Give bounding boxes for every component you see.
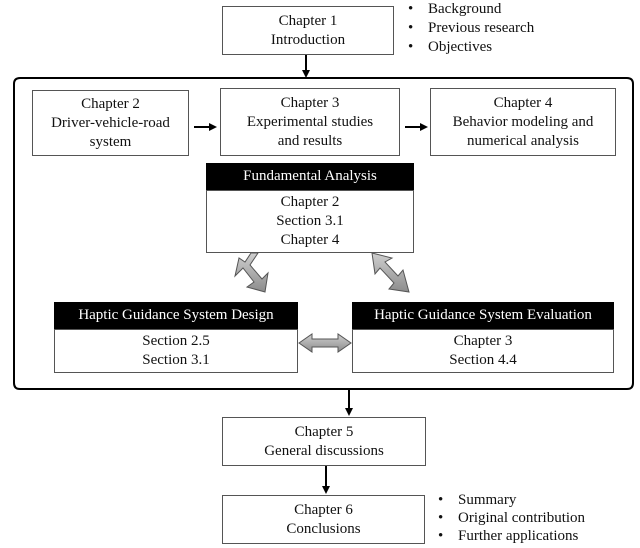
bullet-item: Original contribution (438, 509, 585, 527)
chapter4-line2: numerical analysis (466, 132, 580, 149)
evaluation-line: Chapter 3 (453, 333, 513, 349)
chapter3-line1: Experimental studies (246, 113, 374, 130)
fundamental-line: Chapter 4 (280, 232, 340, 248)
chapter2-title: Chapter 2 (81, 95, 140, 112)
double-arrow-fundamental-evaluation (371, 252, 410, 293)
fundamental-analysis-box: Chapter 2 Section 3.1 Chapter 4 (206, 190, 414, 253)
chapter1-box: Chapter 1 Introduction (222, 6, 394, 55)
chapter5-box: Chapter 5 General discussions (222, 417, 426, 466)
chapter2-line2: system (89, 133, 132, 150)
double-arrow-fundamental-design (234, 252, 269, 293)
chapter4-box: Chapter 4 Behavior modeling and numerica… (430, 88, 616, 156)
fundamental-analysis-header: Fundamental Analysis (206, 163, 414, 190)
double-arrow-design-evaluation (298, 333, 352, 353)
chapter3-line2: and results (277, 132, 343, 149)
chapter3-box: Chapter 3 Experimental studies and resul… (220, 88, 400, 156)
group-bracket (13, 77, 634, 99)
design-line: Section 2.5 (142, 333, 210, 349)
chapter3-title: Chapter 3 (280, 94, 340, 111)
design-box: Section 2.5 Section 3.1 (54, 329, 298, 373)
chapter6-title: Chapter 6 (294, 501, 353, 518)
chapter6-subtitle: Conclusions (286, 520, 361, 537)
chapter1-subtitle: Introduction (270, 31, 346, 48)
design-line: Section 3.1 (142, 352, 210, 368)
chapter2-box: Chapter 2 Driver-vehicle-road system (32, 90, 189, 156)
chapter4-line1: Behavior modeling and (452, 113, 594, 130)
chapter2-line1: Driver-vehicle-road (51, 114, 170, 131)
evaluation-box: Chapter 3 Section 4.4 (352, 329, 614, 373)
chapter6-bullet-list: Summary Original contribution Further ap… (438, 491, 585, 545)
evaluation-line: Section 4.4 (449, 352, 517, 368)
chapter4-title: Chapter 4 (493, 94, 553, 111)
chapter5-subtitle: General discussions (264, 442, 384, 459)
chapter1-bullet-list: Background Previous research Objectives (408, 0, 534, 57)
bullet-item: Summary (438, 491, 585, 509)
bullet-item: Previous research (408, 19, 534, 38)
chapter6-box: Chapter 6 Conclusions (222, 495, 425, 544)
bullet-item: Further applications (438, 527, 585, 545)
evaluation-header: Haptic Guidance System Evaluation (352, 302, 614, 329)
chapter5-title: Chapter 5 (294, 423, 354, 440)
chapter1-title: Chapter 1 (278, 12, 338, 29)
design-header: Haptic Guidance System Design (54, 302, 298, 329)
fundamental-line: Section 3.1 (276, 213, 344, 229)
fundamental-line: Chapter 2 (280, 194, 340, 210)
bullet-item: Background (408, 0, 534, 19)
bullet-item: Objectives (408, 38, 534, 57)
group-bracket-bottom (13, 370, 634, 390)
